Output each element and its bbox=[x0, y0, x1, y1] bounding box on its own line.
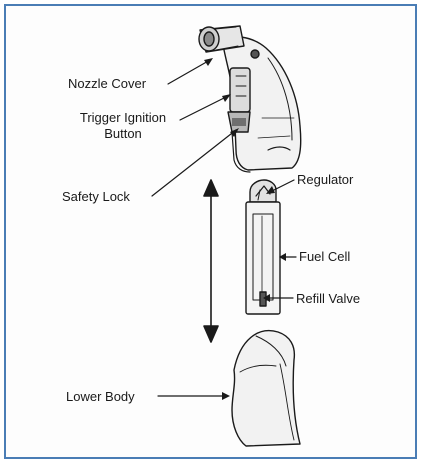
upper-body bbox=[199, 26, 301, 172]
label-regulator: Regulator bbox=[297, 172, 353, 188]
label-trigger-ignition-button: Trigger Ignition Button bbox=[64, 110, 182, 142]
lower-body bbox=[232, 331, 300, 446]
label-lower-body: Lower Body bbox=[66, 389, 135, 405]
label-trigger-line-1: Trigger Ignition bbox=[64, 110, 182, 126]
label-refill-valve: Refill Valve bbox=[296, 291, 360, 307]
label-safety-lock: Safety Lock bbox=[62, 189, 130, 205]
fuel-cell bbox=[246, 180, 280, 314]
assembly-arrow bbox=[204, 180, 218, 342]
label-fuel-cell: Fuel Cell bbox=[299, 249, 350, 265]
label-nozzle-cover: Nozzle Cover bbox=[68, 76, 146, 92]
label-trigger-line-2: Button bbox=[64, 126, 182, 142]
